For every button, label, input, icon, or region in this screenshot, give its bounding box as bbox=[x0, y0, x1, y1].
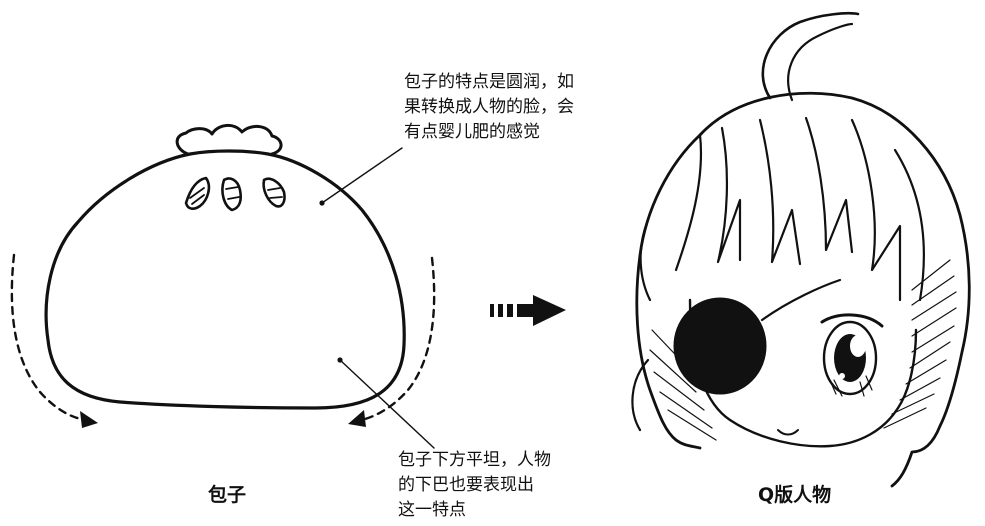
mouth bbox=[777, 429, 799, 436]
top-annotation-line-1: 包子的特点是圆润，如 bbox=[404, 72, 574, 92]
bottom-annotation-line-3: 这一特点 bbox=[398, 500, 466, 520]
bottom-annotation-line-2: 的下巴也要表现出 bbox=[398, 475, 534, 495]
right-arrow-icon bbox=[490, 295, 566, 326]
bottom-annotation: 包子下方平坦，人物 的下巴也要表现出 这一特点 bbox=[398, 448, 551, 523]
top-annotation-line-3: 有点婴儿肥的感觉 bbox=[404, 122, 540, 142]
hair-outline bbox=[698, 91, 971, 488]
right-eye bbox=[820, 313, 884, 397]
top-leader-line bbox=[319, 147, 403, 206]
bun-caption: 包子 bbox=[208, 484, 247, 506]
bun-pleat-2 bbox=[221, 177, 243, 212]
character-caption: Q版人物 bbox=[758, 484, 832, 506]
bottom-leader-line bbox=[337, 357, 435, 449]
bun-drawing bbox=[44, 124, 406, 410]
bun-pleat-3 bbox=[262, 177, 286, 208]
hair-bangs bbox=[674, 116, 925, 302]
top-annotation-line-2: 果转换成人物的脸，会 bbox=[404, 97, 574, 117]
bun-pleat-1 bbox=[184, 176, 211, 210]
left-curved-arrow bbox=[10, 253, 98, 428]
bun-body bbox=[44, 149, 406, 410]
bun-top-knot bbox=[175, 124, 283, 156]
eye-patch bbox=[673, 297, 767, 395]
character-drawing bbox=[631, 11, 971, 488]
top-annotation: 包子的特点是圆润，如 果转换成人物的脸，会 有点婴儿肥的感觉 bbox=[404, 70, 574, 145]
bottom-annotation-line-1: 包子下方平坦，人物 bbox=[398, 450, 551, 470]
right-curved-arrow bbox=[348, 256, 436, 427]
